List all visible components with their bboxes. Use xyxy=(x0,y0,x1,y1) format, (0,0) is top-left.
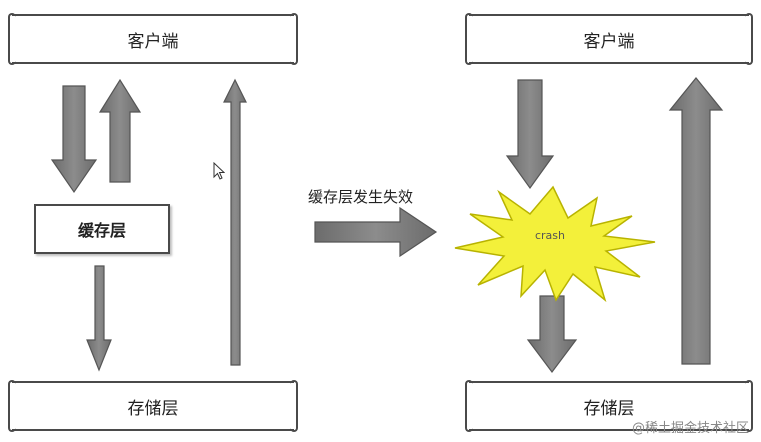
arrow-cache-to-storage xyxy=(86,265,112,372)
arrow-crash-to-storage xyxy=(526,295,578,373)
transition-label: 缓存层发生失效 xyxy=(308,188,414,206)
arrow-cache-to-client xyxy=(98,78,142,183)
right-storage-box: 存储层 xyxy=(465,380,753,432)
watermark: @稀土掘金技术社区 xyxy=(631,421,749,436)
arrow-client-to-crash xyxy=(505,79,555,190)
arrow-storage-to-client-right xyxy=(668,77,724,365)
mouse-pointer-icon xyxy=(213,162,225,180)
crash-burst xyxy=(454,185,656,303)
left-client-box: 客户端 xyxy=(8,13,298,65)
arrow-storage-to-client xyxy=(223,78,247,366)
arrow-transition xyxy=(314,206,438,258)
left-cache-box: 缓存层 xyxy=(34,204,170,254)
left-storage-label: 存储层 xyxy=(127,398,179,419)
arrow-client-to-cache xyxy=(50,85,98,194)
left-client-label: 客户端 xyxy=(127,31,179,52)
left-storage-box: 存储层 xyxy=(8,380,298,432)
right-client-label: 客户端 xyxy=(583,31,635,52)
crash-label: crash xyxy=(535,229,565,242)
left-cache-label: 缓存层 xyxy=(77,221,126,240)
right-client-box: 客户端 xyxy=(465,13,753,65)
right-storage-label: 存储层 xyxy=(583,398,635,419)
